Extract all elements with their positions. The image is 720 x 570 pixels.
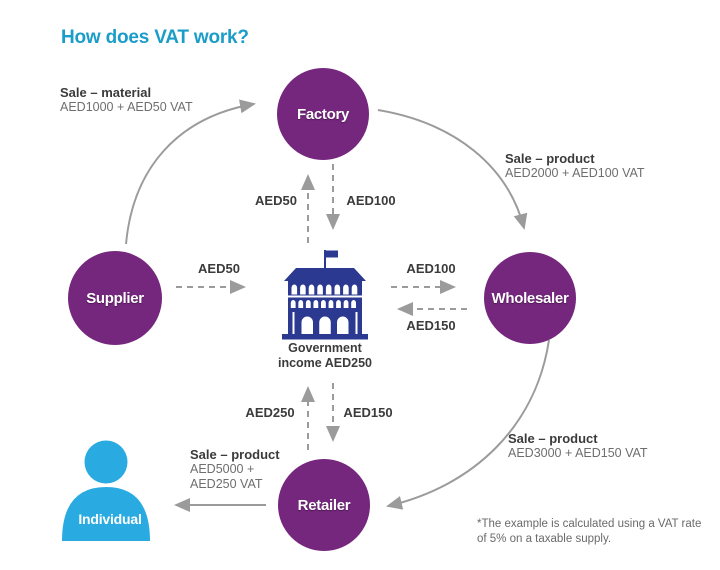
sale-wholesaler-annotation: Sale – product AED3000 + AED150 VAT	[508, 431, 648, 461]
government-caption-line2: income AED250	[277, 356, 373, 370]
vat-label-gov-to-factory: AED50	[255, 193, 297, 208]
vat-label-retailer-to-gov: AED250	[245, 405, 295, 420]
vat-label-gov-to-retailer: AED150	[343, 405, 393, 420]
government-caption: Government income AED250	[250, 341, 400, 371]
node-retailer-label: Retailer	[297, 496, 351, 514]
node-retailer: Retailer	[278, 459, 370, 551]
node-supplier-label: Supplier	[86, 289, 144, 307]
vat-label-gov-to-wholesaler: AED100	[406, 261, 456, 276]
node-wholesaler-label: Wholesaler	[491, 289, 569, 307]
vat-label-factory-to-gov: AED100	[346, 193, 396, 208]
node-individual-label: Individual	[78, 511, 142, 527]
government-building-icon	[282, 250, 368, 340]
person-shape	[62, 440, 150, 541]
sale-wholesaler-title: Sale – product	[508, 431, 598, 446]
sale-factory-annotation: Sale – product AED2000 + AED100 VAT	[505, 151, 645, 181]
sale-retailer-amount-line1: AED5000 +	[190, 462, 255, 476]
individual-person-icon	[62, 440, 150, 541]
page-title: How does VAT work?	[61, 27, 249, 48]
government-caption-line1: Government	[288, 341, 362, 355]
sale-material-title: Sale – material	[60, 85, 152, 100]
vat-label-wholesaler-to-gov: AED150	[406, 318, 456, 333]
sale-factory-title: Sale – product	[505, 151, 595, 166]
sale-factory-amount: AED2000 + AED100 VAT	[505, 166, 645, 180]
sale-material-amount: AED1000 + AED50 VAT	[60, 100, 193, 114]
node-supplier: Supplier	[68, 251, 162, 345]
vat-label-supplier-to-gov: AED50	[198, 261, 240, 276]
node-factory: Factory	[277, 68, 369, 160]
footnote: *The example is calculated using a VAT r…	[477, 518, 702, 545]
sale-retailer-title: Sale – product	[190, 447, 280, 462]
node-wholesaler: Wholesaler	[484, 252, 576, 344]
sale-retailer-amount-line2: AED250 VAT	[190, 477, 263, 491]
arrow-supplier-to-factory	[125, 99, 256, 245]
arrow-wholesaler-to-retailer	[386, 339, 550, 510]
sale-wholesaler-amount: AED3000 + AED150 VAT	[508, 446, 648, 460]
sale-retailer-annotation: Sale – product AED5000 + AED250 VAT	[190, 447, 280, 492]
arrow-factory-to-wholesaler	[377, 109, 528, 230]
sale-material-annotation: Sale – material AED1000 + AED50 VAT	[60, 85, 193, 115]
node-factory-label: Factory	[296, 105, 350, 123]
government-building-openings	[288, 284, 362, 334]
